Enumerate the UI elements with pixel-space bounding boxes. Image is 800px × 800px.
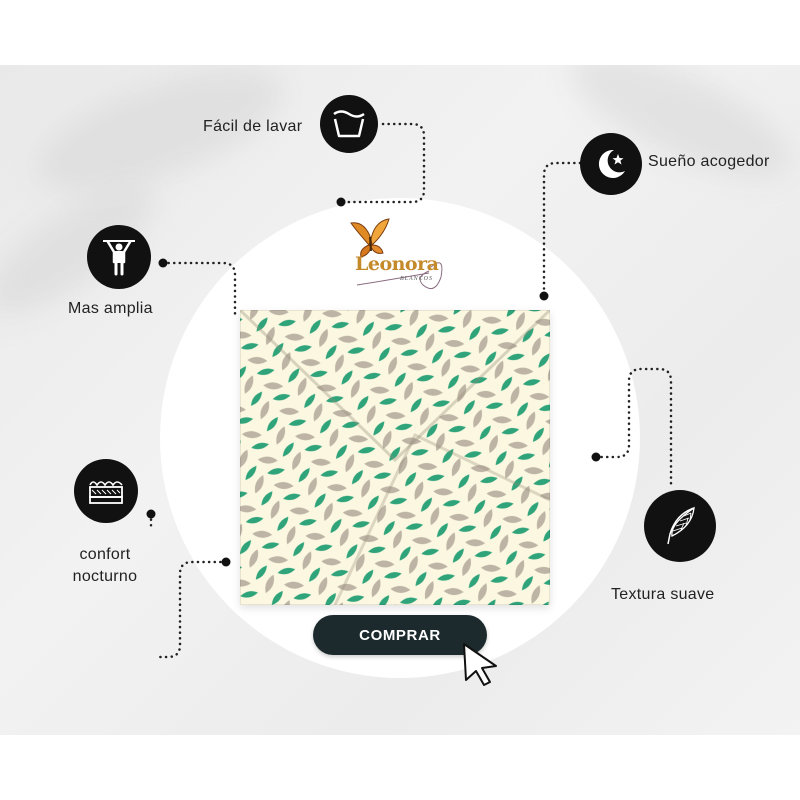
wash-basin-icon xyxy=(320,95,378,153)
leaf-shadow xyxy=(22,65,298,217)
wider-label: Mas amplia xyxy=(68,300,153,317)
person-stretch-icon xyxy=(87,225,151,289)
brand-logo: Leonora BLANCOS xyxy=(345,215,455,295)
moon-star-icon xyxy=(580,133,642,195)
easy-wash-label: Fácil de lavar xyxy=(203,118,303,135)
butterfly-logo-icon xyxy=(350,218,443,290)
soft-texture-label: Textura suave xyxy=(611,586,715,603)
cozy-sleep-label: Sueño acogedor xyxy=(648,153,770,170)
leaf-pattern xyxy=(240,310,550,605)
brand-tagline: BLANCOS xyxy=(400,276,434,282)
mattress-icon xyxy=(74,459,138,523)
feather-icon xyxy=(644,490,716,562)
brand-name: Leonora xyxy=(355,253,439,275)
buy-button[interactable]: COMPRAR xyxy=(313,615,487,655)
product-image xyxy=(240,310,550,605)
pointer-cursor-icon xyxy=(463,643,497,686)
night-comfort-label: confort nocturno xyxy=(72,546,138,585)
